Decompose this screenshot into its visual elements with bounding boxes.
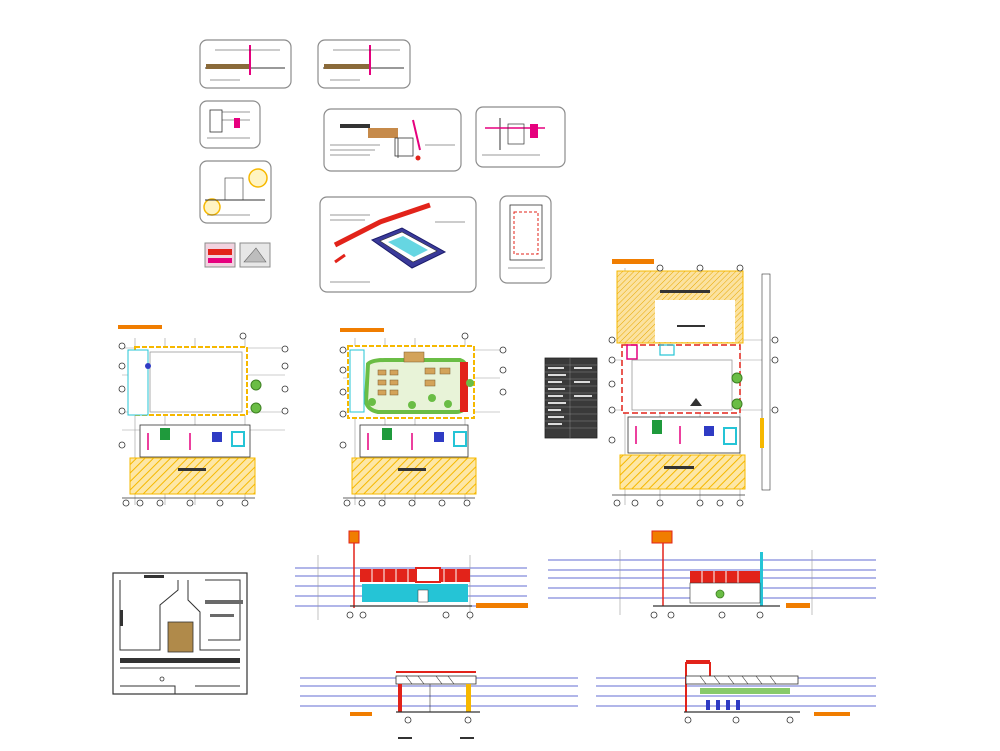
grid-bubble-icon xyxy=(118,332,289,507)
parking-bays-3 xyxy=(627,416,741,454)
detail-frame-7-cistern[interactable] xyxy=(319,196,477,293)
parking-bays-1 xyxy=(139,424,251,458)
north-arrow-icon xyxy=(159,676,165,682)
floor-plan-2[interactable] xyxy=(339,328,507,507)
detail-frame-3[interactable] xyxy=(199,100,261,149)
elevation-front[interactable] xyxy=(295,530,528,620)
legend-table xyxy=(544,357,598,439)
floor-plan-1[interactable] xyxy=(118,325,289,507)
section-a[interactable] xyxy=(300,671,578,739)
detail-frame-1[interactable] xyxy=(199,39,292,89)
floor-plan-3[interactable] xyxy=(608,259,779,507)
site-location-plan[interactable] xyxy=(112,572,248,695)
detail-frame-2[interactable] xyxy=(317,39,411,89)
section-b[interactable] xyxy=(596,660,876,724)
parking-bays-2 xyxy=(359,424,469,458)
detail-thumbnails xyxy=(204,242,271,268)
detail-group-top xyxy=(199,39,566,293)
elevation-rear[interactable] xyxy=(548,530,876,619)
detail-frame-4[interactable] xyxy=(199,160,272,224)
detail-frame-6[interactable] xyxy=(475,106,566,168)
detail-frame-8[interactable] xyxy=(499,195,552,284)
detail-frame-5[interactable] xyxy=(323,108,462,172)
